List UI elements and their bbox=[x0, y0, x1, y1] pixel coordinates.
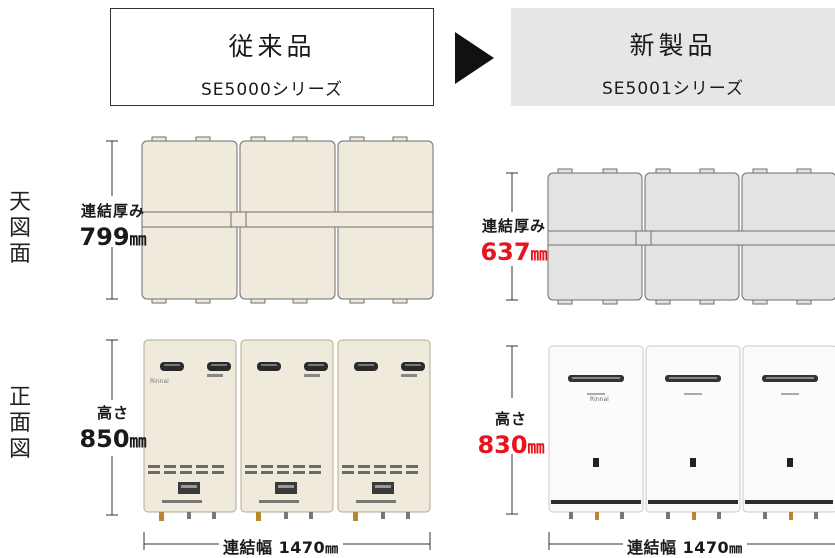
old-width-unit: ㎜ bbox=[325, 542, 339, 557]
new-product-model: SE5001シリーズ bbox=[602, 79, 744, 99]
new-width-value: 1470 bbox=[682, 538, 730, 557]
old-product-model: SE5000シリーズ bbox=[201, 80, 343, 100]
old-unit-2 bbox=[240, 339, 334, 521]
old-height-value: 850 bbox=[79, 425, 130, 453]
new-height-label: 高さ bbox=[494, 410, 527, 428]
old-thickness-unit: ㎜ bbox=[129, 230, 147, 250]
new-top-view bbox=[506, 168, 835, 305]
old-width-value: 1470 bbox=[278, 538, 326, 557]
new-thickness-value: 637 bbox=[480, 238, 531, 266]
old-product-header: 従来品 SE5000シリーズ bbox=[110, 8, 434, 106]
old-height-unit: ㎜ bbox=[129, 432, 147, 452]
new-thickness-label: 連結厚み bbox=[481, 217, 546, 235]
front-view-label: 正面図 bbox=[8, 385, 31, 462]
new-unit-2 bbox=[645, 345, 741, 520]
old-top-view bbox=[106, 136, 434, 304]
new-front-view bbox=[506, 345, 835, 550]
old-unit-1-brand: Rinnai bbox=[150, 378, 169, 385]
new-width-dimension: 連結幅 1470㎜ bbox=[623, 534, 747, 558]
old-thickness-caption: 連結厚み 799㎜ bbox=[58, 200, 168, 251]
new-width-label: 連結幅 bbox=[627, 538, 677, 557]
old-thickness-value-row: 799㎜ bbox=[58, 223, 168, 251]
new-height-unit: ㎜ bbox=[527, 438, 545, 458]
new-product-header: 新製品 SE5001シリーズ bbox=[511, 8, 835, 106]
new-height-value-row: 830㎜ bbox=[456, 431, 566, 459]
new-product-title: 新製品 bbox=[629, 31, 717, 60]
old-unit-1 bbox=[143, 339, 237, 521]
old-width-dimension: 連結幅 1470㎜ bbox=[219, 534, 343, 558]
new-unit-3 bbox=[742, 345, 835, 520]
old-height-caption: 高さ 850㎜ bbox=[58, 402, 168, 453]
old-unit-3 bbox=[337, 339, 431, 521]
old-thickness-label: 連結厚み bbox=[80, 202, 145, 220]
old-height-value-row: 850㎜ bbox=[58, 425, 168, 453]
old-height-label: 高さ bbox=[96, 404, 129, 422]
new-thickness-value-row: 637㎜ bbox=[459, 238, 569, 266]
new-height-caption: 高さ 830㎜ bbox=[456, 408, 566, 459]
old-front-view bbox=[106, 339, 431, 550]
arrow-right-icon bbox=[455, 32, 494, 84]
old-product-title: 従来品 bbox=[228, 32, 316, 61]
top-view-label: 天図面 bbox=[8, 190, 31, 267]
old-thickness-value: 799 bbox=[79, 223, 130, 251]
new-thickness-unit: ㎜ bbox=[530, 245, 548, 265]
new-unit-1-brand: Rinnai bbox=[590, 396, 609, 403]
new-width-unit: ㎜ bbox=[729, 542, 743, 557]
old-width-label: 連結幅 bbox=[223, 538, 273, 557]
new-unit-1 bbox=[548, 345, 644, 520]
new-thickness-caption: 連結厚み 637㎜ bbox=[459, 215, 569, 266]
new-height-value: 830 bbox=[477, 431, 528, 459]
